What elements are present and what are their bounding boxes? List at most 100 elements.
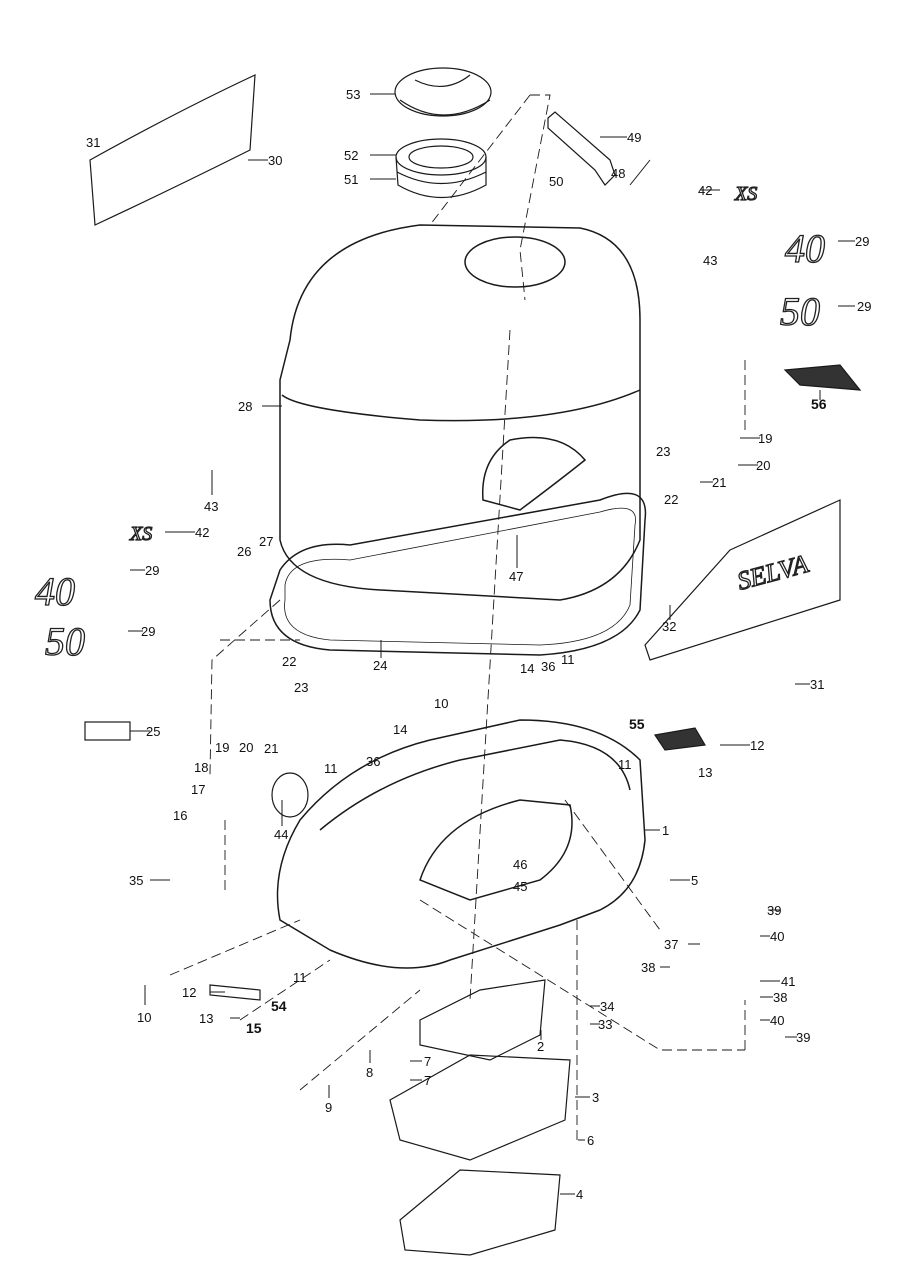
callout-16: 16 [173,808,188,823]
callout-21: 21 [712,475,727,490]
callout-19: 19 [215,740,230,755]
engine-cowl [279,224,641,601]
callout-12: 12 [182,985,197,1000]
callout-32: 32 [662,619,677,634]
callout-23: 23 [294,680,309,695]
callout-2: 2 [537,1039,545,1054]
callout-11: 11 [293,970,307,985]
callout-10: 10 [137,1010,152,1025]
callout-29: 29 [141,624,156,639]
callout-8: 8 [366,1065,374,1080]
callout-31: 31 [86,135,101,150]
callout-51: 51 [344,172,359,187]
decal-panel-right [644,499,841,661]
callout-31: 31 [810,677,825,692]
callout-7: 7 [424,1073,432,1088]
callout-4: 4 [576,1187,584,1202]
callout-7: 7 [424,1054,432,1069]
callout-11: 11 [324,761,338,776]
decal-50-right: 50 [780,289,820,334]
callout-42: 42 [195,525,210,540]
handle-bracket [547,111,616,186]
callout-29: 29 [145,563,160,578]
callout-1: 1 [662,823,670,838]
leader-lines [128,93,855,1195]
handle-56 [783,364,862,391]
cap-ring [395,138,487,199]
callout-13: 13 [199,1011,214,1026]
callout-25: 25 [146,724,161,739]
callout-36: 36 [366,754,381,769]
callout-29: 29 [857,299,872,314]
callout-34: 34 [600,999,615,1014]
callout-12: 12 [750,738,765,753]
gasket-upper [419,979,546,1061]
callout-27: 27 [259,534,274,549]
callout-49: 49 [627,130,642,145]
sound-insulation [481,436,587,511]
gasket-lower [399,1169,561,1256]
callout-20: 20 [756,458,771,473]
callout-52: 52 [344,148,359,163]
callout-56: 56 [811,396,827,412]
bottom-cowl-pan [276,719,646,969]
callout-40: 40 [770,929,785,944]
decal-40-right: 40 [785,226,825,271]
callout-17: 17 [191,782,206,797]
decal-50-left: 50 [45,619,85,664]
callout-28: 28 [238,399,253,414]
callout-5: 5 [691,873,699,888]
callout-48: 48 [611,166,626,181]
callout-39: 39 [767,903,782,918]
callout-39: 39 [796,1030,811,1045]
callout-20: 20 [239,740,254,755]
callout-38: 38 [773,990,788,1005]
adapter-plate [389,1054,571,1161]
callout-26: 26 [237,544,252,559]
decal-panel-left [89,74,256,226]
callout-14: 14 [520,661,535,676]
callout-33: 33 [598,1017,613,1032]
callout-9: 9 [325,1100,333,1115]
cowl-seal [269,492,647,656]
callout-42: 42 [698,183,713,198]
callout-22: 22 [664,492,679,507]
callout-30: 30 [268,153,283,168]
callout-10: 10 [434,696,449,711]
callout-53: 53 [346,87,361,102]
callout-21: 21 [264,741,279,756]
callout-43: 43 [703,253,718,268]
callout-45: 45 [513,879,528,894]
callout-11: 11 [618,757,632,772]
callout-40: 40 [770,1013,785,1028]
callout-47: 47 [509,569,524,584]
callout-3: 3 [592,1090,600,1105]
callout-29: 29 [855,234,870,249]
callout-18: 18 [194,760,209,775]
decal-xs-left: XS [129,523,152,545]
callout-41: 41 [781,974,796,989]
assembly-guide-lines [169,94,746,1140]
callout-55: 55 [629,716,645,732]
filler-cap [394,67,492,117]
selva-logo: SELVA [734,549,811,596]
callout-15: 15 [246,1020,262,1036]
callout-46: 46 [513,857,528,872]
decal-25 [84,721,131,741]
callout-54: 54 [271,998,287,1014]
callout-19: 19 [758,431,773,446]
handle-12-rear [653,727,706,751]
decal-xs-right: XS [734,183,757,205]
callout-37: 37 [664,937,679,952]
callout-14: 14 [393,722,408,737]
callout-23: 23 [656,444,671,459]
callout-6: 6 [587,1133,595,1148]
callout-24: 24 [373,658,388,673]
callout-35: 35 [129,873,144,888]
callout-50: 50 [549,174,564,189]
callout-36: 36 [541,659,556,674]
grommet-44 [271,772,309,818]
callout-44: 44 [274,827,289,842]
